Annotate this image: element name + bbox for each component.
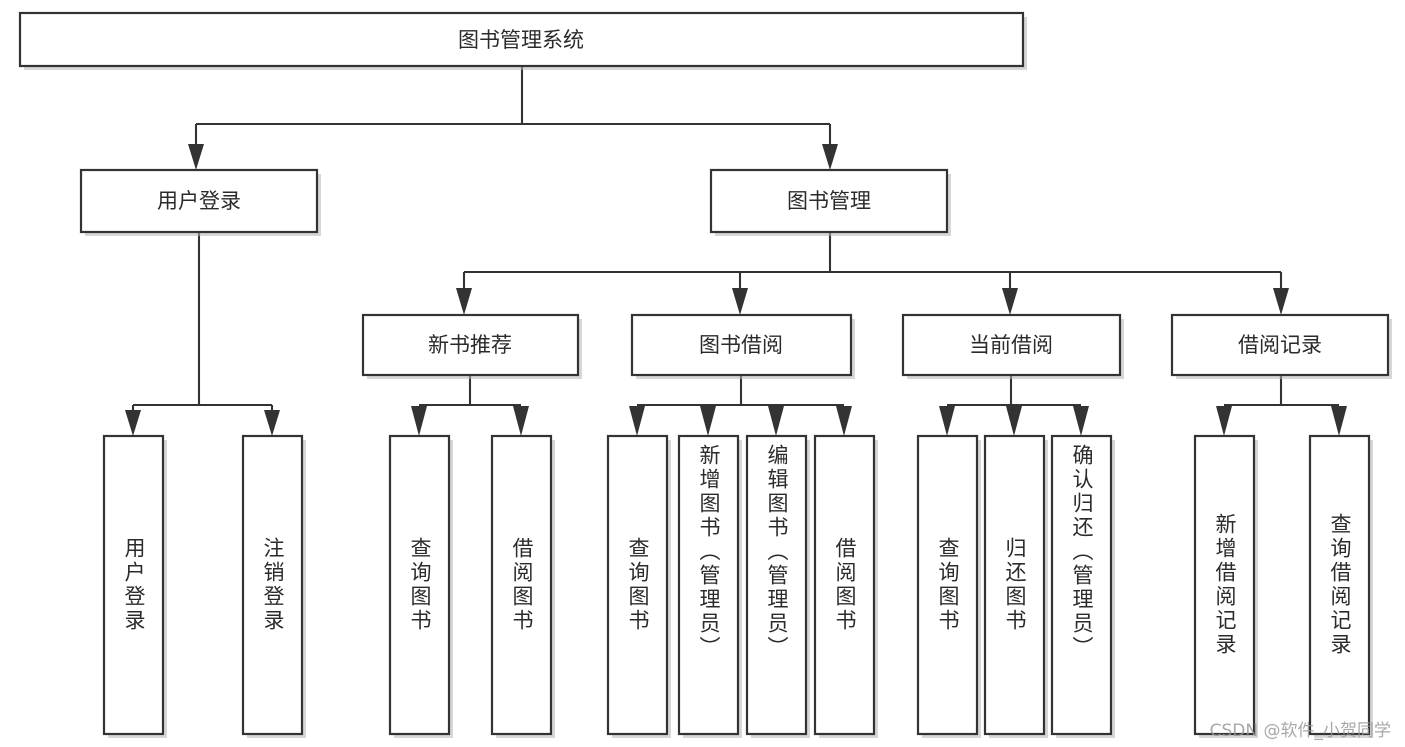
- arrow-bookborrow-leaf4: [836, 406, 852, 436]
- connector-group-bookmgmt-to-level3: [456, 232, 1289, 315]
- connector-group-newbook-to-leaves: [411, 375, 529, 436]
- arrow-currentborrow-leaf2: [1006, 406, 1022, 436]
- node-borrow-record-label: 借阅记录: [1238, 333, 1322, 357]
- node-new-book-recommend[interactable]: 新书推荐: [361, 313, 582, 379]
- leaf-box-borrow-record-2[interactable]: [1308, 434, 1371, 736]
- leaf-box-book-borrow-2[interactable]: [677, 434, 740, 736]
- leaf-box-user-login-1[interactable]: [102, 434, 165, 736]
- connector-group-currentborrow-to-leaves: [939, 375, 1089, 436]
- leaf-box-book-borrow-4[interactable]: [813, 434, 876, 736]
- leaf-box-book-borrow-3[interactable]: [745, 434, 808, 736]
- arrow-currentborrow-leaf3: [1073, 406, 1089, 436]
- node-book-borrow[interactable]: 图书借阅: [630, 313, 855, 379]
- leaf-box-new-book-1[interactable]: [388, 434, 451, 736]
- node-book-management-label: 图书管理: [787, 189, 871, 213]
- arrow-currentborrow-leaf1: [939, 406, 955, 436]
- leaf-box-current-borrow-2[interactable]: [983, 434, 1046, 736]
- node-user-login[interactable]: 用户登录: [79, 168, 321, 236]
- arrow-userlogin-leaf1: [125, 410, 141, 436]
- leaf-boxes-book-borrow: [606, 434, 878, 738]
- arrow-userlogin-leaf2: [264, 410, 280, 436]
- arrow-bookborrow-leaf3: [768, 406, 784, 436]
- leaf-box-user-login-2[interactable]: [241, 434, 304, 736]
- arrow-to-current-borrow: [1002, 288, 1018, 315]
- leaf-box-current-borrow-3[interactable]: [1050, 434, 1113, 736]
- arrow-newbook-leaf1: [411, 406, 427, 436]
- arrow-borrowrecord-leaf1: [1216, 406, 1232, 436]
- connector-group-root-to-level2: [188, 66, 838, 170]
- node-new-book-recommend-label: 新书推荐: [428, 333, 512, 357]
- leaf-boxes-new-book: [388, 434, 555, 738]
- arrow-root-to-user-login: [188, 144, 204, 170]
- arrow-bookborrow-leaf1: [629, 406, 645, 436]
- leaf-boxes-borrow-record: [1193, 434, 1373, 738]
- node-user-login-label: 用户登录: [157, 189, 241, 213]
- arrow-bookborrow-leaf2: [700, 406, 716, 436]
- arrow-to-borrow-record: [1273, 288, 1289, 315]
- connector-group-userlogin-to-leaves: [125, 232, 280, 436]
- arrow-newbook-leaf2: [513, 406, 529, 436]
- node-book-borrow-label: 图书借阅: [699, 333, 783, 357]
- node-root-label: 图书管理系统: [458, 28, 584, 52]
- leaf-box-new-book-2[interactable]: [490, 434, 553, 736]
- arrow-borrowrecord-leaf2: [1331, 406, 1347, 436]
- leaf-boxes-current-borrow: [916, 434, 1115, 738]
- leaf-box-current-borrow-1[interactable]: [916, 434, 979, 736]
- leaf-boxes-user-login: [102, 434, 306, 738]
- arrow-to-book-borrow: [732, 288, 748, 315]
- leaf-box-book-borrow-1[interactable]: [606, 434, 669, 736]
- node-current-borrow[interactable]: 当前借阅: [901, 313, 1124, 379]
- connector-group-bookborrow-to-leaves: [629, 375, 852, 436]
- node-borrow-record[interactable]: 借阅记录: [1170, 313, 1392, 379]
- node-current-borrow-label: 当前借阅: [969, 333, 1053, 357]
- arrow-to-new-book: [456, 288, 472, 315]
- node-book-management[interactable]: 图书管理: [709, 168, 951, 236]
- arrow-root-to-book-mgmt: [822, 144, 838, 170]
- connector-group-borrowrecord-to-leaves: [1216, 375, 1347, 436]
- leaf-box-borrow-record-1[interactable]: [1193, 434, 1256, 736]
- node-root[interactable]: 图书管理系统: [18, 11, 1027, 70]
